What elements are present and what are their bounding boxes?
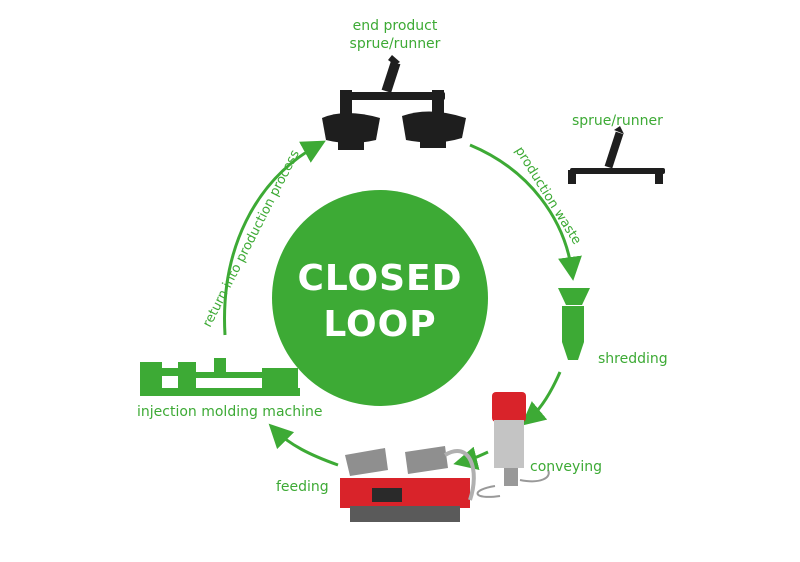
molded-part-with-sprue-icon (322, 55, 466, 150)
label-sprue-runner-top: sprue/runner (349, 36, 441, 52)
center-title-line2: LOOP (323, 304, 437, 345)
shredder-hopper-icon (558, 288, 590, 360)
label-production-waste: production waste (512, 144, 584, 247)
label-conveying: conveying (530, 459, 602, 475)
center-circle (272, 190, 488, 406)
injection-molding-machine-icon (140, 358, 300, 396)
center-title-line1: CLOSED (297, 258, 463, 299)
arrow-return-into-production (223, 140, 326, 336)
arrow-conveying-to-feeding (453, 446, 489, 471)
label-end-product: end product (352, 18, 438, 34)
arrow-shredding-to-conveying (521, 371, 562, 426)
label-injection-molding-machine: injection molding machine (137, 404, 323, 420)
label-shredding: shredding (598, 351, 668, 367)
label-feeding: feeding (276, 479, 329, 495)
arrow-production-waste (469, 143, 582, 281)
arrow-feeding-to-machine (268, 423, 339, 467)
label-sprue-runner-right: sprue/runner (572, 113, 663, 129)
granulator-feeder-icon (340, 446, 476, 522)
vacuum-conveyor-icon (476, 392, 550, 498)
sprue-runner-icon (568, 126, 665, 184)
